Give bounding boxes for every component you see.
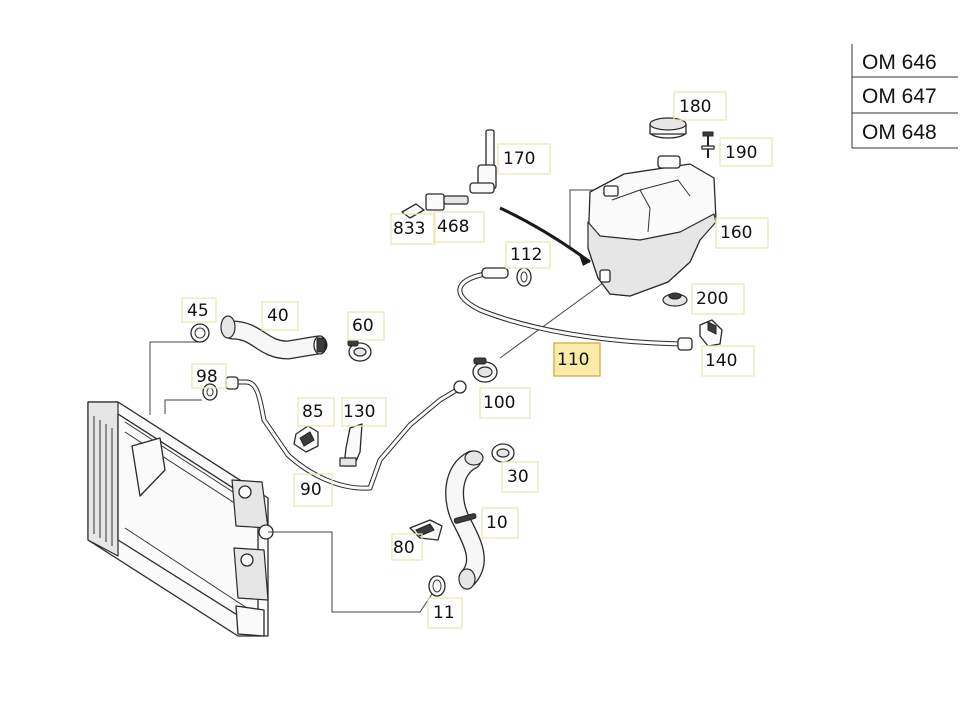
svg-text:110: 110 — [557, 350, 589, 370]
svg-text:98: 98 — [196, 367, 218, 387]
svg-text:40: 40 — [267, 306, 289, 326]
label-110[interactable]: 110 — [553, 342, 601, 377]
svg-text:140: 140 — [705, 351, 737, 371]
screw-190 — [701, 131, 715, 158]
lower-hose-10 — [445, 450, 485, 590]
svg-text:833: 833 — [393, 219, 425, 239]
label-90[interactable]: 90 — [293, 473, 333, 507]
radiator — [87, 401, 274, 637]
svg-text:468: 468 — [437, 217, 469, 237]
label-468[interactable]: 468 — [433, 211, 485, 243]
label-112[interactable]: 112 — [505, 241, 551, 269]
label-200[interactable]: 200 — [691, 283, 745, 315]
label-30[interactable]: 30 — [501, 461, 539, 493]
label-40[interactable]: 40 — [261, 301, 299, 331]
engine-code-table: OM 646 OM 647 OM 648 — [851, 44, 958, 149]
expansion-tank-160 — [587, 155, 717, 297]
label-80[interactable]: 80 — [391, 533, 423, 561]
label-170[interactable]: 170 — [497, 143, 551, 175]
gasket-112 — [516, 267, 532, 287]
engine-code-1: OM 646 — [862, 51, 937, 74]
svg-text:30: 30 — [507, 467, 529, 487]
label-140[interactable]: 140 — [701, 345, 755, 377]
upper-hose-40 — [220, 315, 328, 360]
bracket-130 — [339, 423, 363, 467]
overflow-hose-110 — [457, 267, 693, 351]
engine-code-3: OM 648 — [862, 121, 937, 144]
engine-code-2: OM 647 — [862, 85, 937, 108]
label-45[interactable]: 45 — [181, 297, 217, 323]
svg-text:130: 130 — [343, 402, 375, 422]
sensor-170 — [469, 129, 497, 194]
svg-text:160: 160 — [720, 223, 752, 243]
svg-text:45: 45 — [187, 301, 209, 321]
label-11[interactable]: 11 — [427, 597, 463, 629]
label-180[interactable]: 180 — [673, 91, 727, 121]
label-833[interactable]: 833 — [390, 213, 436, 245]
rubber-mount-200 — [662, 292, 688, 307]
ring-11 — [428, 575, 446, 597]
clamp-60 — [347, 339, 372, 362]
label-98[interactable]: 98 — [191, 363, 227, 389]
filler-cap-180 — [649, 117, 687, 139]
svg-text:190: 190 — [725, 143, 757, 163]
clamp-30 — [491, 443, 515, 463]
clamp-100 — [472, 357, 498, 383]
connector-833 — [401, 203, 425, 219]
label-100[interactable]: 100 — [479, 387, 531, 419]
clip-140 — [699, 319, 723, 347]
label-130[interactable]: 130 — [341, 397, 387, 427]
coolant-pipe-90 — [225, 376, 467, 491]
svg-text:10: 10 — [486, 513, 508, 533]
clip-85 — [293, 425, 319, 453]
svg-text:200: 200 — [696, 289, 728, 309]
radiator-fins — [93, 416, 113, 546]
label-160[interactable]: 160 — [715, 217, 769, 249]
connector-468 — [425, 193, 469, 211]
svg-text:85: 85 — [302, 402, 324, 422]
svg-text:80: 80 — [393, 538, 415, 558]
svg-text:90: 90 — [300, 480, 322, 500]
svg-text:180: 180 — [679, 97, 711, 117]
ring-45 — [190, 323, 210, 343]
clip-80 — [409, 519, 443, 541]
svg-text:11: 11 — [433, 603, 455, 623]
label-190[interactable]: 190 — [719, 137, 773, 167]
svg-text:112: 112 — [510, 245, 542, 265]
svg-text:170: 170 — [503, 149, 535, 169]
label-10[interactable]: 10 — [481, 507, 519, 539]
part-labels: 180 190 170 160 833 468 112 200 45 40 60… — [181, 91, 773, 629]
svg-text:60: 60 — [352, 316, 374, 336]
svg-text:100: 100 — [483, 393, 515, 413]
label-60[interactable]: 60 — [347, 311, 385, 341]
label-85[interactable]: 85 — [297, 397, 335, 427]
